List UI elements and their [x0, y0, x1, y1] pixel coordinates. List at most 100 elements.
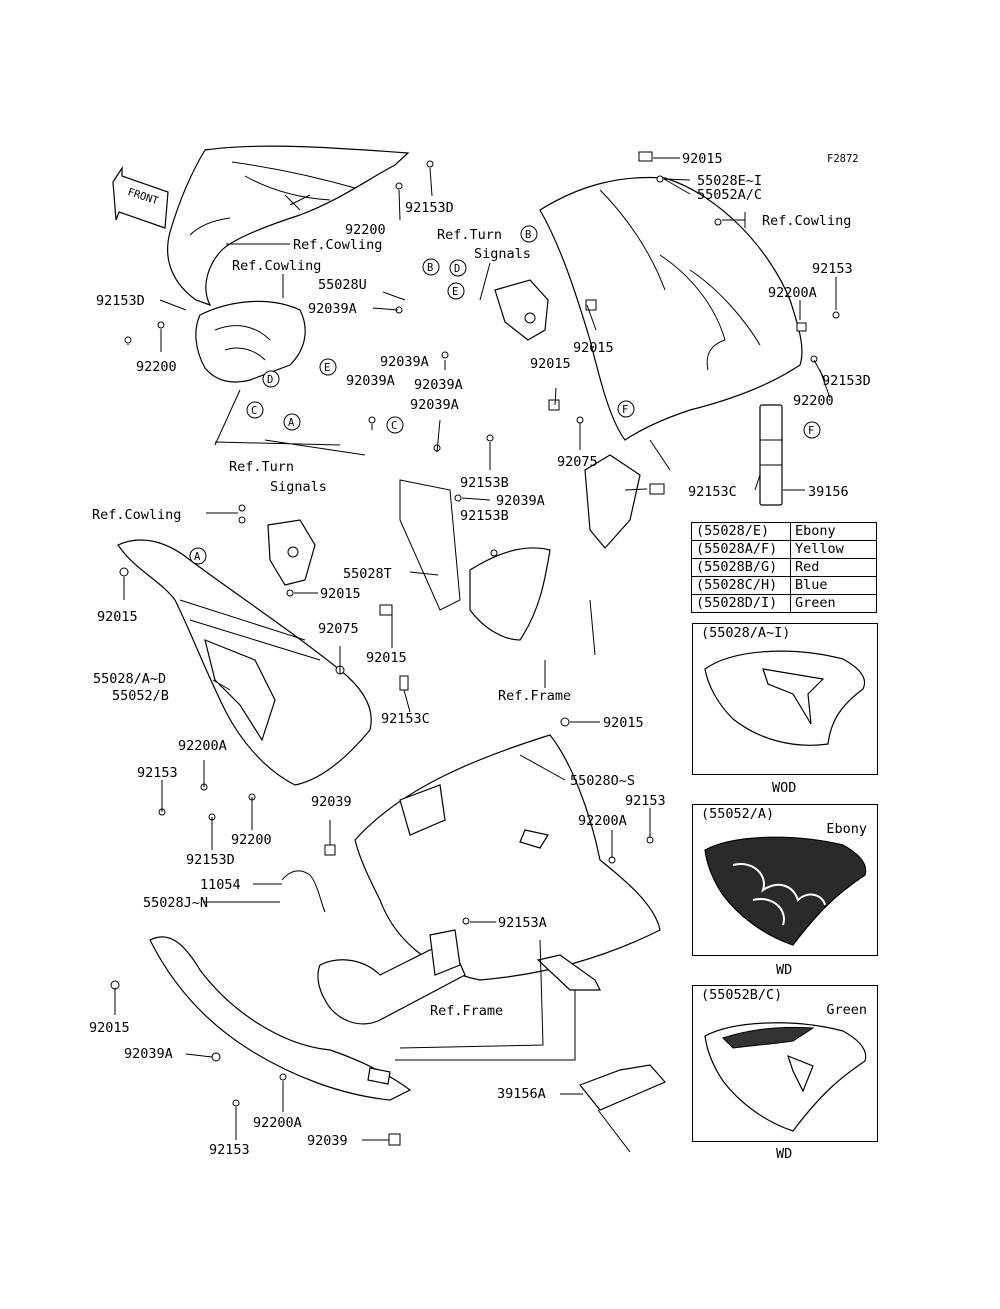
front-arrow-icon: FRONT [112, 165, 169, 229]
leader-lines [114, 157, 837, 1153]
label-92039: 92039 [311, 794, 352, 810]
label-92039a: 92039A [414, 377, 463, 393]
label-55052a-c: 55052A/C [697, 187, 762, 203]
panel-caption: WD [776, 962, 793, 978]
svg-text:E: E [452, 286, 458, 298]
label-55052b: 55052/B [112, 688, 169, 704]
legend-color: Green [790, 594, 877, 613]
label-92075: 92075 [557, 454, 598, 470]
turn-signal-bracket-upper [494, 279, 549, 341]
label-92200: 92200 [345, 222, 386, 238]
cowling-variant-plain-icon [704, 650, 866, 746]
label-92200a: 92200A [178, 738, 227, 754]
label-92039a: 92039A [124, 1046, 173, 1062]
svg-text:A: A [194, 551, 201, 563]
legend-color: Red [790, 558, 877, 577]
label-92153a: 92153A [498, 915, 547, 931]
label-92039a: 92039A [496, 493, 545, 509]
svg-text:B: B [427, 262, 433, 274]
figure-id: F2872 [827, 153, 859, 165]
label-92039a: 92039A [346, 373, 395, 389]
label-92200: 92200 [231, 832, 272, 848]
label-92039a: 92039A [410, 397, 459, 413]
label-92200: 92200 [136, 359, 177, 375]
label-92039a: 92039A [380, 354, 429, 370]
label-92200a: 92200A [578, 813, 627, 829]
label-92153c: 92153C [381, 711, 430, 727]
ref-letter-d1: D [449, 259, 467, 277]
bracket-39156a [579, 1064, 666, 1111]
label-92015: 92015 [682, 151, 723, 167]
frame-lower [317, 929, 466, 1025]
label-92153: 92153 [625, 793, 666, 809]
label-92015: 92015 [366, 650, 407, 666]
panel-caption: WOD [772, 780, 797, 796]
legend-color: Ebony [790, 522, 877, 541]
ref-letter-c2: C [386, 416, 404, 434]
label-92015: 92015 [530, 356, 571, 372]
label-92015: 92015 [320, 586, 361, 602]
upper-cowling-left [167, 145, 410, 307]
ref-letter-d2: D [262, 370, 280, 388]
label-92200: 92200 [793, 393, 834, 409]
label-92153c: 92153C [688, 484, 737, 500]
ref-letter-a2: A [189, 547, 207, 565]
ref-letter-e1: E [447, 282, 465, 300]
legend-row: (55028D/I)Green [691, 594, 877, 613]
legend-code: (55028B/G) [691, 558, 791, 577]
label-92015: 92015 [603, 715, 644, 731]
ref-letter-c1: C [246, 401, 264, 419]
label-signals: Signals [474, 246, 531, 262]
label-ref-cowling: Ref.Cowling [293, 237, 382, 253]
svg-text:A: A [288, 417, 295, 429]
label-92200a: 92200A [253, 1115, 302, 1131]
label-55028o-s: 55028O~S [570, 773, 635, 789]
panel-color: Ebony [826, 821, 867, 837]
legend-color: Yellow [790, 540, 877, 559]
panel-color: Green [826, 1002, 867, 1018]
label-55028t: 55028T [343, 566, 392, 582]
label-92015: 92015 [97, 609, 138, 625]
label-ref-frame: Ref.Frame [498, 688, 571, 704]
label-92153b: 92153B [460, 475, 509, 491]
svg-text:C: C [251, 405, 257, 417]
label-92200a: 92200A [768, 285, 817, 301]
inner-duct-panel [399, 479, 551, 641]
callout-labels: 92015 55028E~I 55052A/C Ref.Cowling 9215… [89, 151, 871, 1158]
legend-row: (55028A/F)Yellow [691, 540, 877, 559]
legend-code: (55028/E) [691, 522, 791, 541]
legend-code: (55028A/F) [691, 540, 791, 559]
ref-letter-e2: E [319, 358, 337, 376]
frame-bracket-right [584, 404, 783, 549]
legend-color: Blue [790, 576, 877, 595]
turn-signal-bracket-lower [267, 519, 316, 586]
ref-letter-f1: F [617, 400, 635, 418]
label-ref-cowling: Ref.Cowling [92, 507, 181, 523]
label-92153d: 92153D [822, 373, 871, 389]
variant-panel-green: (55052B/C) Green [692, 985, 878, 1142]
label-92153b: 92153B [460, 508, 509, 524]
label-92039a: 92039A [308, 301, 357, 317]
lower-cowling [354, 734, 661, 981]
color-legend-table: (55028/E)Ebony (55028A/F)Yellow (55028B/… [691, 522, 877, 613]
svg-text:D: D [267, 374, 273, 386]
cowling-variant-flame-icon [704, 836, 867, 946]
legend-row: (55028B/G)Red [691, 558, 877, 577]
label-92075: 92075 [318, 621, 359, 637]
svg-text:D: D [454, 263, 460, 275]
label-92153d: 92153D [405, 200, 454, 216]
label-signals: Signals [270, 479, 327, 495]
label-92153: 92153 [137, 765, 178, 781]
label-92015: 92015 [573, 340, 614, 356]
legend-row: (55028/E)Ebony [691, 522, 877, 541]
panel-code: (55028/A~I) [701, 625, 791, 641]
cowling-variant-stripe-icon [704, 1022, 867, 1132]
label-92153d: 92153D [186, 852, 235, 868]
label-92153: 92153 [812, 261, 853, 277]
legend-row: (55028C/H)Blue [691, 576, 877, 595]
bracket-small-lower [536, 954, 601, 991]
svg-text:F: F [622, 404, 628, 416]
ref-letter-f2: F [803, 421, 821, 439]
label-55028a-d: 55028/A~D [93, 671, 166, 687]
svg-text:C: C [391, 420, 397, 432]
